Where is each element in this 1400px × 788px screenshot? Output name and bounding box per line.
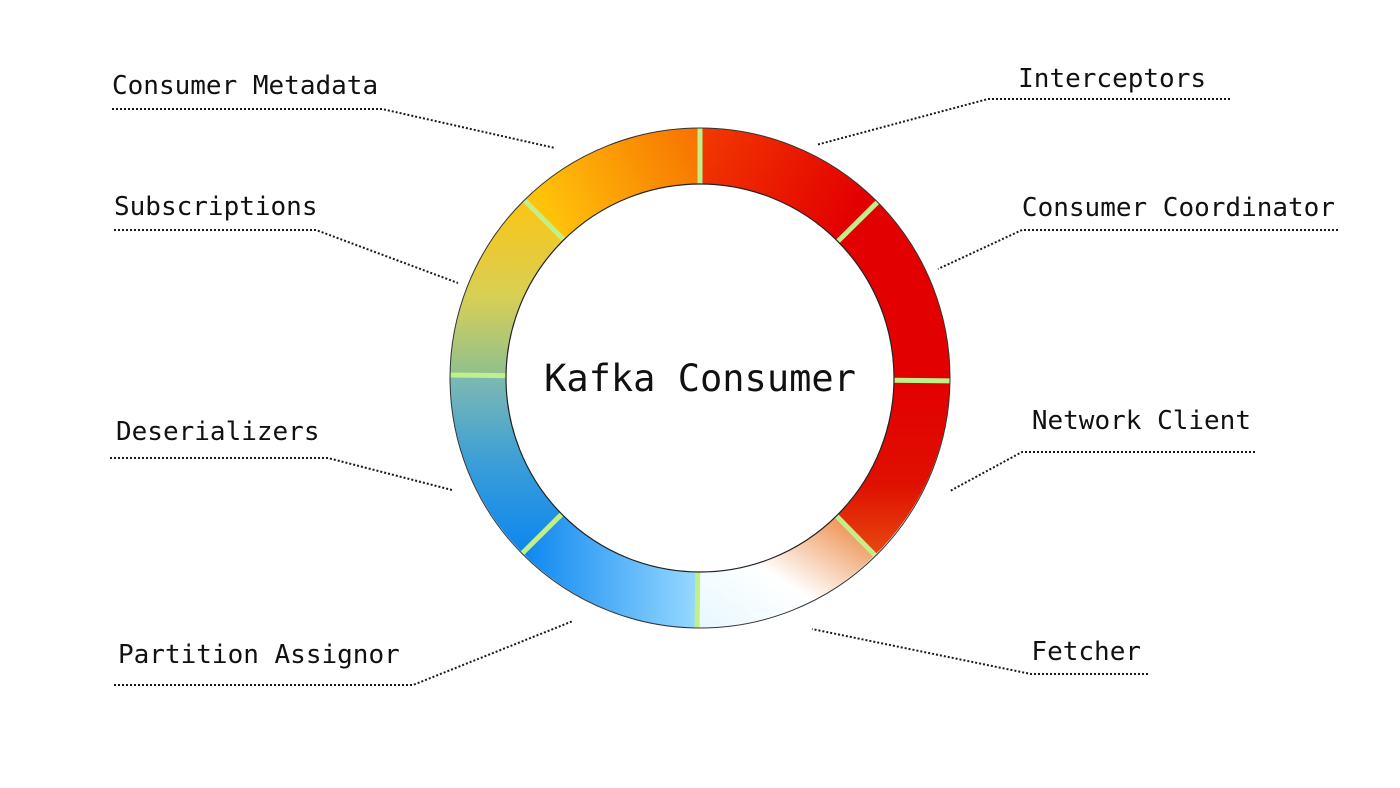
label-interceptors: Interceptors [1018,64,1206,94]
ring-segment-subscriptions [450,200,564,376]
leader-line-consumer-coordinator [937,229,1338,270]
ring-divider [694,571,701,629]
leader-line-fetcher [811,628,1148,675]
label-subscriptions: Subscriptions [114,192,318,222]
ring-divider [522,198,566,242]
ring-inner-circle [505,183,895,573]
ring-divider [836,200,880,244]
leader-line-deserializers [110,457,453,491]
ring-segment-partition-assignor [522,513,698,628]
diagram-title: Kafka Consumer [544,357,856,400]
component-ring [449,127,951,629]
leader-line-consumer-metadata [112,108,556,149]
label-consumer-coordinator: Consumer Coordinator [1022,193,1335,223]
label-partition-assignor: Partition Assignor [118,640,400,670]
ring-divider [520,511,565,555]
leader-line-subscriptions [114,229,459,284]
leader-lines [110,98,1338,686]
ring-segment-consumer-coordinator [837,202,950,381]
ring-segment-interceptors [700,128,878,242]
label-network-client: Network Client [1032,406,1251,436]
ring-segment-consumer-metadata [524,127,700,240]
leader-line-interceptors [815,98,1230,146]
label-fetcher: Fetcher [1031,637,1141,667]
ring-segment-deserializers [450,374,563,553]
ring-divider [893,377,951,384]
leader-line-partition-assignor [114,620,574,686]
leader-line-network-client [949,451,1255,492]
ring-segment-network-client [835,380,950,556]
label-deserializers: Deserializers [116,417,320,447]
label-consumer-metadata: Consumer Metadata [112,71,378,101]
ring-divider [833,513,877,557]
ring-segment-fetcher [697,515,875,628]
component-labels: Consumer Metadata Subscriptions Deserial… [112,64,1335,670]
ring-divider [450,372,507,379]
ring-outer-outline [449,127,951,629]
